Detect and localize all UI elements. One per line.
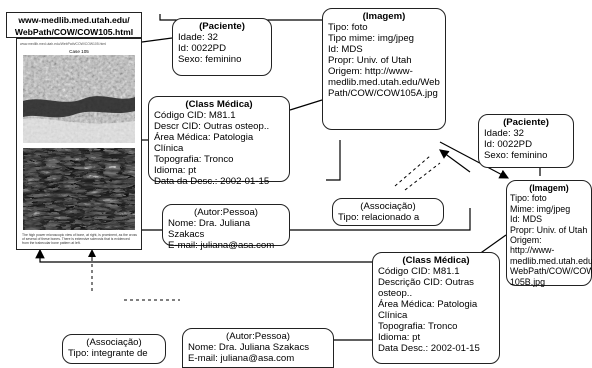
paciente2-line: Idade: 32: [484, 128, 525, 139]
url-line-1: www-medlib.med.utah.edu/: [18, 15, 130, 25]
document-url-box: www-medlib.med.utah.edu/ WebPath/COW/COW…: [6, 12, 142, 38]
classmed2-line: Idioma: pt: [378, 332, 421, 343]
classmed1-line: Área Médica: Patologia Clínica: [154, 132, 256, 154]
imagem-box-2: (Imagem) Tipo: foto Mime: img/jpeg Id: M…: [506, 180, 592, 287]
class-medica-title-1: (Class Médica): [185, 99, 253, 110]
imagem1-line: Tipo mime: img/jpeg: [328, 33, 415, 44]
associacao1-line: Tipo: relacionado a: [338, 212, 420, 223]
autor-title-1: (Autor:Pessoa): [194, 207, 258, 218]
paciente1-line: Idade: 32: [178, 32, 219, 43]
classmed2-line: Área Médica: Patologia: [378, 299, 478, 310]
classmed1-line: Descr CID: Outras osteop..: [154, 121, 270, 132]
document-thumbnail: www.medlib.med.utah.edu/WebPath/COW/COW1…: [16, 38, 142, 250]
imagem-title-2: (Imagem): [529, 183, 569, 193]
classmed1-line: Data da Desc.: 2002-01-15: [154, 176, 270, 187]
document-caption: The high power microscopic view of bone,…: [22, 233, 137, 245]
autor1-line: E-mail: juliana@asa.com: [168, 240, 275, 251]
imagem2-line: Mime: img/jpeg: [510, 203, 571, 214]
autor1-line: Nome: Dra. Juliana Szakacs: [168, 218, 253, 240]
associacao2-line: Tipo: integrante de: [68, 348, 148, 359]
paciente-box-1: (Paciente) Idade: 32 Id: 0022PD Sexo: fe…: [172, 18, 272, 76]
imagem2-line: 105B.jpg: [510, 276, 546, 287]
paciente-box-2: (Paciente) Idade: 32 Id: 0022PD Sexo: fe…: [478, 114, 574, 168]
autor-box-2: (Autor:Pessoa) Nome: Dra. Juliana Szakac…: [182, 328, 334, 368]
imagem2-line: Tipo: foto: [510, 193, 547, 204]
imagem2-line: medlib.med.utah.edu/: [510, 255, 592, 266]
paciente1-line: Id: 0022PD: [178, 43, 227, 54]
imagem1-line: Propr: Univ. of Utah: [328, 55, 412, 66]
classmed2-line: Clínica: [378, 310, 408, 321]
imagem-title-1: (Imagem): [362, 11, 406, 22]
micrograph-image-b: [23, 148, 135, 230]
class-medica-title-2: (Class Médica): [402, 255, 470, 266]
paciente2-line: Id: 0022PD: [484, 139, 533, 150]
classmed2-line: Código CID: M81.1: [378, 266, 460, 277]
paciente1-line: Sexo: feminino: [178, 54, 242, 65]
document-case-title: Case 105: [69, 49, 89, 54]
classmed2-line: Topografia: Tronco: [378, 321, 458, 332]
link-paciente1-doc: [141, 37, 173, 43]
class-medica-box-1: (Class Médica) Código CID: M81.1 Descr C…: [148, 96, 290, 187]
imagem1-line: Tipo: foto: [328, 22, 368, 33]
imagem2-line: Id: MDS: [510, 214, 543, 225]
classmed2-line: Descrição CID: Outras: [378, 277, 474, 288]
associacao-title-2: (Associação): [86, 337, 142, 348]
classmed1-line: Código CID: M81.1: [154, 110, 236, 121]
paciente-title-1: (Paciente): [199, 21, 245, 32]
classmed1-line: Idioma: pt: [154, 165, 197, 176]
micrograph-image-a: [23, 55, 135, 143]
classmed2-line: Data Desc.: 2002-01-15: [378, 343, 480, 354]
document-header: www.medlib.med.utah.edu/WebPath/COW/COW1…: [20, 42, 107, 46]
associacao-box-1: (Associação) Tipo: relacionado a: [332, 198, 444, 226]
paciente-title-2: (Paciente): [503, 117, 549, 128]
associacao-title-1: (Associação): [360, 201, 416, 212]
url-line-2: WebPath/COW/COW105.html: [14, 27, 134, 37]
associacao-box-2: (Associação) Tipo: integrante de: [62, 334, 166, 364]
autor-title-2: (Autor:Pessoa): [226, 331, 290, 342]
paciente2-line: Sexo: feminino: [484, 150, 548, 161]
class-medica-box-2: (Class Médica) Código CID: M81.1 Descriç…: [372, 252, 500, 364]
imagem2-line: Propr: Univ. of Utah: [510, 224, 588, 235]
imagem2-line: Origem: http://www-: [510, 235, 555, 256]
imagem1-line: Id: MDS: [328, 44, 363, 55]
autor2-line: Nome: Dra. Juliana Szakacs: [188, 342, 310, 353]
link-classmed1-imagem1: [289, 99, 323, 111]
imagem1-line: Origem: http://www-: [328, 66, 413, 77]
link-imagem1-imagem2: [439, 141, 510, 179]
imagem1-line: medlib.med.utah.edu/Web: [328, 77, 440, 88]
dashed-assoc1-b: [404, 162, 441, 191]
imagem2-line: WebPath/COW/COW: [510, 266, 592, 277]
classmed1-line: Topografia: Tronco: [154, 154, 234, 165]
link-imagem2-imagem1: [439, 149, 471, 173]
imagem1-line: Path/COW/COW105A.jpg: [328, 88, 438, 99]
imagem-box-1: (Imagem) Tipo: foto Tipo mime: img/jpeg …: [322, 8, 446, 130]
autor2-line: E-mail: juliana@asa.com: [188, 353, 295, 364]
dashed-assoc1-a: [394, 155, 431, 187]
classmed2-line: osteop..: [378, 288, 413, 299]
autor-box-1: (Autor:Pessoa) Nome: Dra. Juliana Szakac…: [162, 204, 290, 251]
